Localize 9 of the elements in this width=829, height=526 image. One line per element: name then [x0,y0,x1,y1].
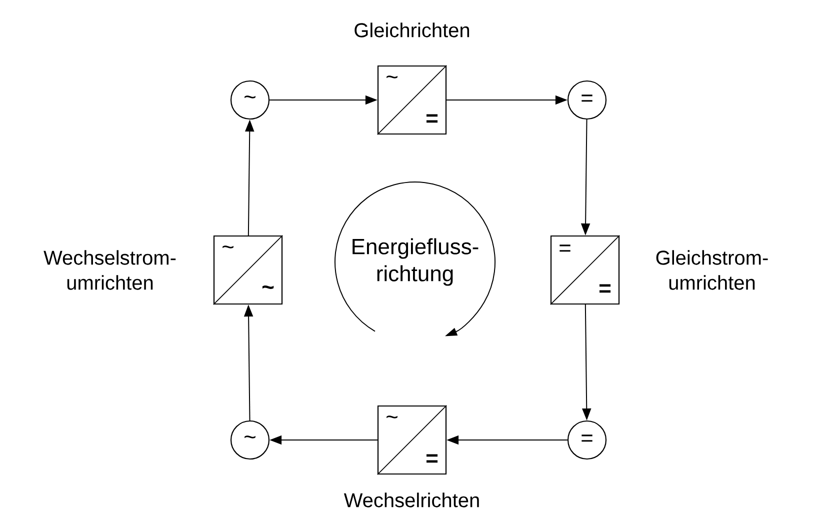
converter-box: ~ ~ [213,235,283,305]
converter-box: ~ = [377,65,447,135]
converter-label: Gleichrichten [354,22,470,38]
converter-label: Wechselrichten [344,492,479,508]
converter-box: = = [550,235,620,305]
converter-label: Gleichstrom- umrichten [656,250,768,290]
converter-box: ~ = [377,405,447,475]
flow-label: Energiefluss- richtung [352,238,478,286]
converter-label: Wechselstrom- umrichten [44,250,176,290]
